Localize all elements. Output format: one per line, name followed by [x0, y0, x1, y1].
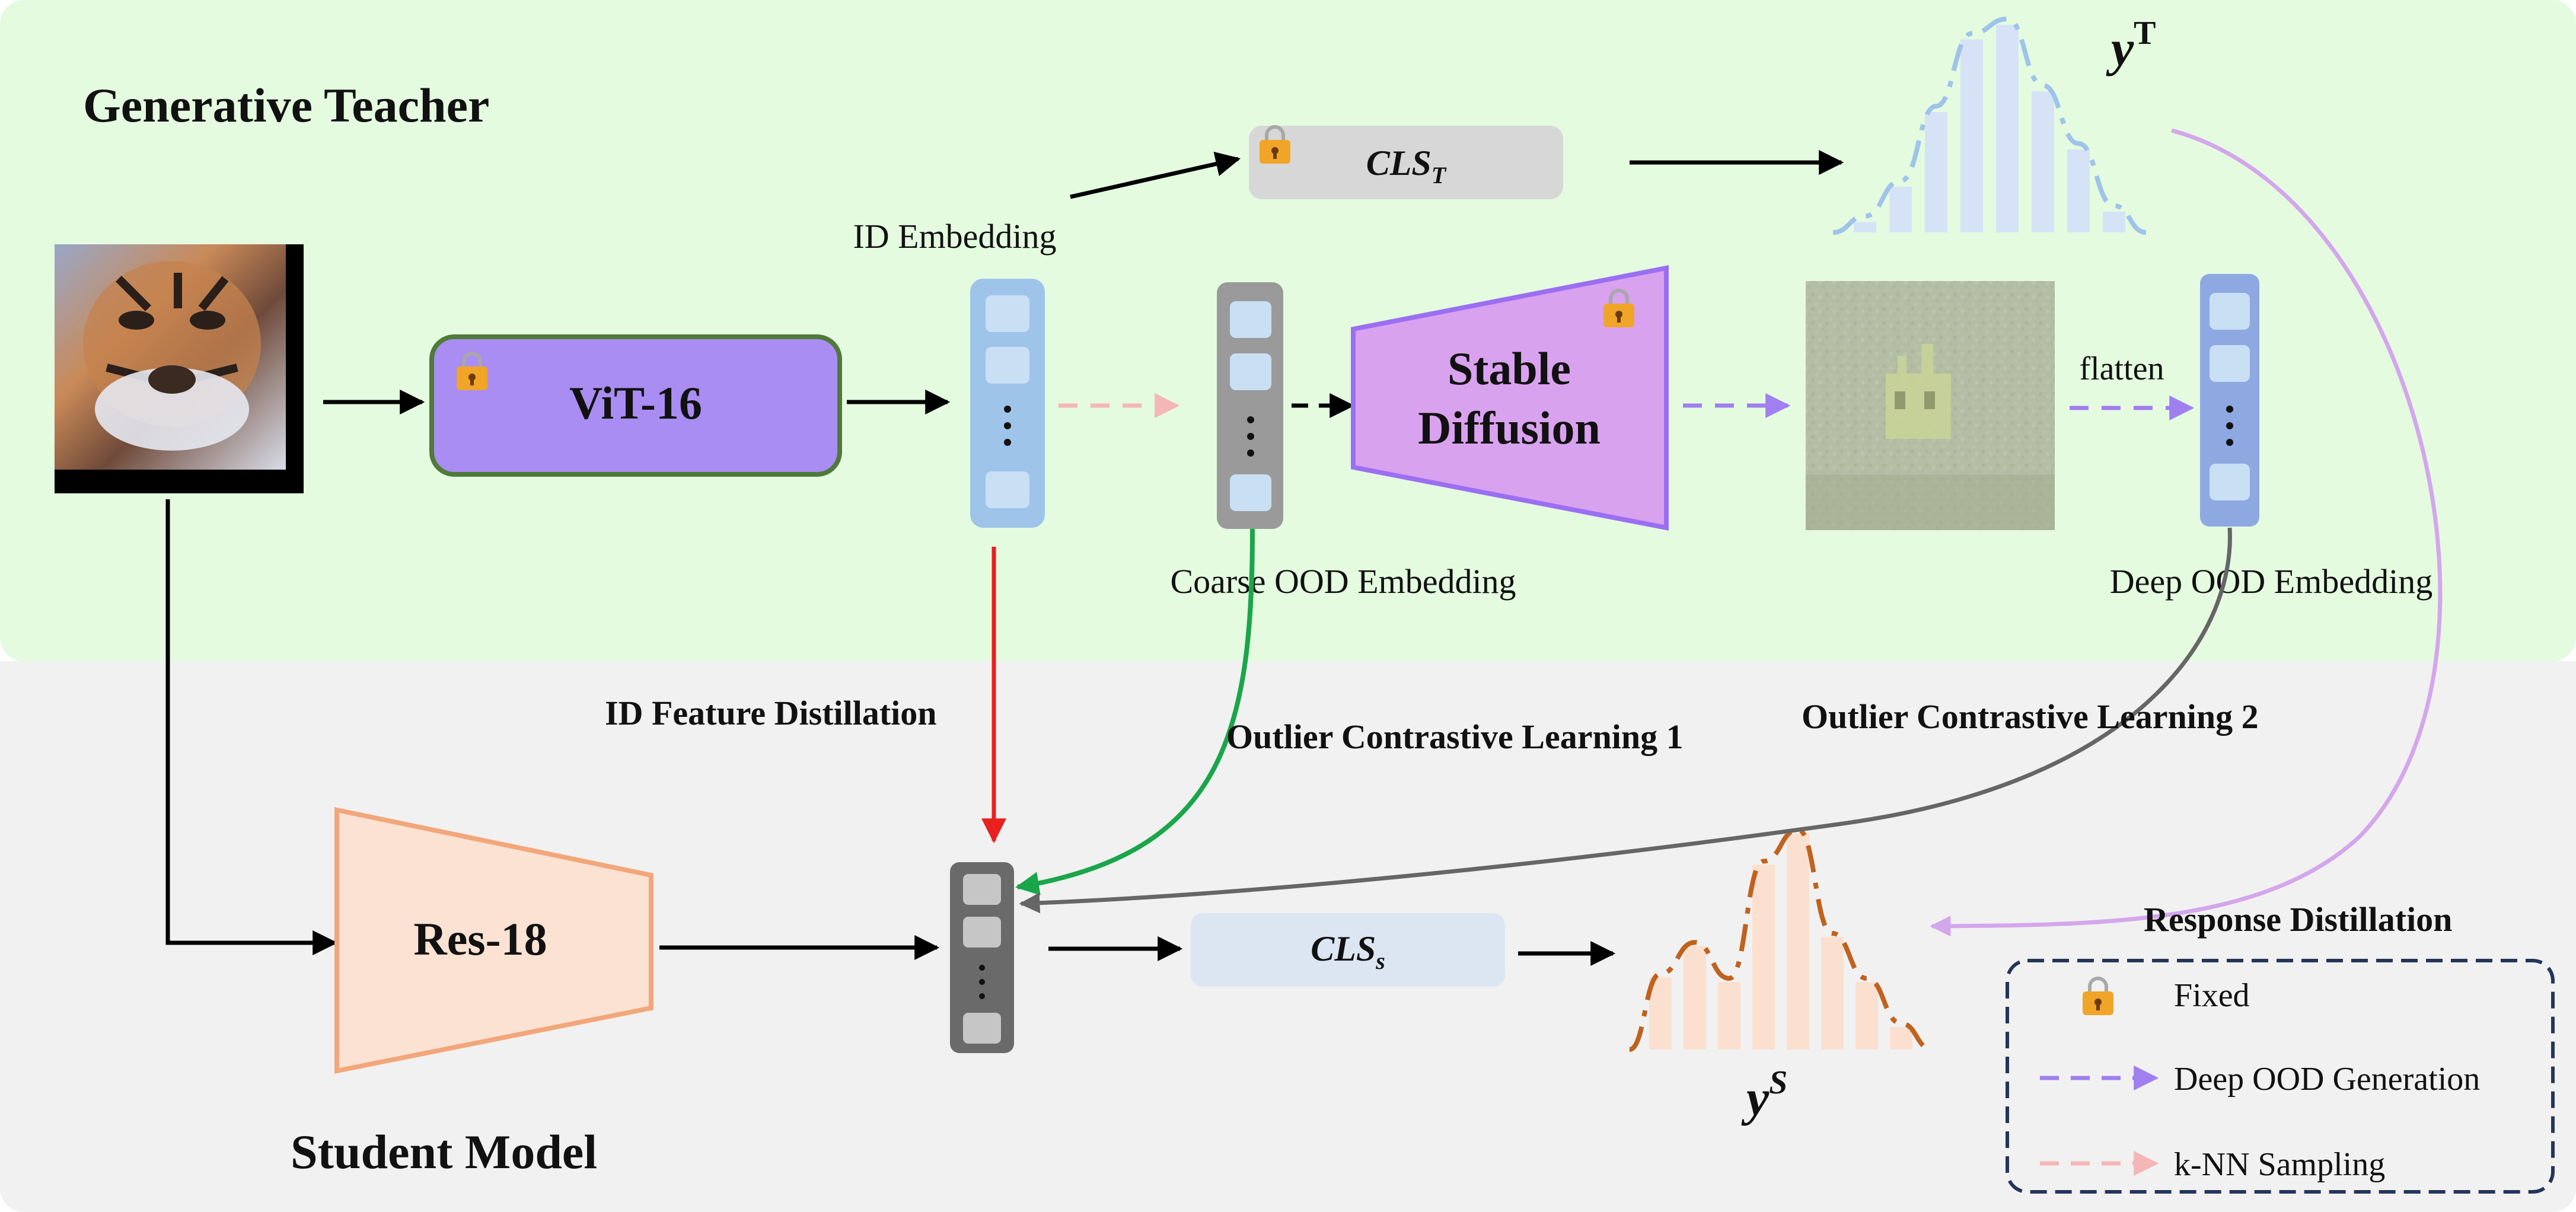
- lock-icon: [457, 352, 487, 390]
- cls-s-subscript: s: [1375, 948, 1385, 974]
- teacher-distribution-chart: [1832, 16, 2147, 235]
- distribution-bar: [1925, 112, 1947, 232]
- distribution-bar: [1787, 833, 1809, 1050]
- id-feature-distillation-label: ID Feature Distillation: [605, 694, 937, 732]
- distribution-bar: [2032, 91, 2054, 232]
- distribution-bar: [1889, 187, 1912, 232]
- distribution-bar: [1821, 937, 1844, 1050]
- coarse-ood-embedding-label: Coarse OOD Embedding: [1170, 562, 1516, 601]
- distribution-bar: [1890, 1027, 1912, 1050]
- distribution-bar: [1684, 946, 1706, 1050]
- teacher-title: Generative Teacher: [83, 78, 489, 132]
- arrow-response-distillation: [1930, 128, 2443, 937]
- resnet-label: Res-18: [413, 913, 547, 965]
- deep-ood-embedding-label: Deep OOD Embedding: [2110, 562, 2432, 601]
- ys-superscript: S: [1769, 1064, 1787, 1101]
- stable-diffusion-line1: Stable: [1448, 343, 1571, 394]
- distribution-bar: [1856, 982, 1878, 1050]
- legend-deep-ood-label: Deep OOD Generation: [2174, 1061, 2480, 1098]
- lock-icon: [1603, 289, 1634, 327]
- legend-fixed-label: Fixed: [2174, 977, 2250, 1014]
- student-embedding-vector: [950, 862, 1014, 1053]
- svg-text:CLST: CLST: [1366, 143, 1447, 189]
- coarse-ood-embedding-vector: [1217, 282, 1283, 529]
- cls-t-label: CLS: [1366, 143, 1432, 183]
- cls-s-label: CLS: [1311, 929, 1376, 968]
- id-embedding-vector: [970, 279, 1045, 528]
- legend-box: [2006, 959, 2555, 1194]
- student-classifier: CLSs: [1191, 913, 1505, 987]
- vit-16-block: ViT-16: [429, 334, 842, 477]
- distribution-bar: [1960, 39, 1983, 232]
- yt-superscript: T: [2134, 15, 2156, 52]
- lock-icon: [2083, 977, 2113, 1015]
- svg-text:CLSs: CLSs: [1311, 929, 1385, 974]
- distribution-curve: [1832, 16, 2147, 235]
- distribution-curve: [1628, 827, 1933, 1052]
- legend: Fixed Deep OOD Generation k-NN Sampling: [2006, 959, 2555, 1194]
- distribution-bar: [1854, 222, 1876, 232]
- resnet-18-block: Res-18: [334, 807, 653, 1074]
- distribution-bar: [2067, 149, 2090, 232]
- outlier-cl-1-label: Outlier Contrastive Learning 1: [1226, 717, 1684, 756]
- arrow-outlier-cl-2: [1019, 527, 2232, 914]
- generated-ood-image: [1806, 281, 2055, 530]
- lock-icon: [1260, 125, 1290, 164]
- student-distribution-chart: [1628, 827, 1933, 1052]
- flatten-label: flatten: [2079, 350, 2164, 387]
- arrow-image-to-resnet: [165, 499, 338, 955]
- distribution-bar: [1752, 865, 1775, 1050]
- arrow-outlier-cl-1: [1015, 528, 1255, 895]
- legend-knn-label: k-NN Sampling: [2174, 1146, 2385, 1183]
- stable-diffusion-block: Stable Diffusion: [1351, 265, 1669, 531]
- distribution-bar: [1649, 977, 1672, 1050]
- cls-t-subscript: T: [1432, 162, 1447, 189]
- outlier-cl-2-label: Outlier Contrastive Learning 2: [1802, 697, 2259, 736]
- vit-label: ViT-16: [569, 377, 702, 429]
- id-embedding-label: ID Embedding: [853, 217, 1056, 256]
- distribution-bar: [1996, 25, 2019, 232]
- distribution-bar: [1718, 982, 1740, 1050]
- arrow-id-embedding-to-cls-t: [1070, 151, 1241, 199]
- stable-diffusion-line2: Diffusion: [1418, 402, 1601, 454]
- teacher-classifier: CLST: [1249, 125, 1563, 199]
- input-image: [55, 244, 304, 493]
- student-title: Student Model: [291, 1125, 597, 1179]
- response-distillation-label: Response Distillation: [2144, 900, 2452, 939]
- deep-ood-embedding-vector: [2200, 274, 2259, 527]
- distribution-bar: [2103, 212, 2125, 232]
